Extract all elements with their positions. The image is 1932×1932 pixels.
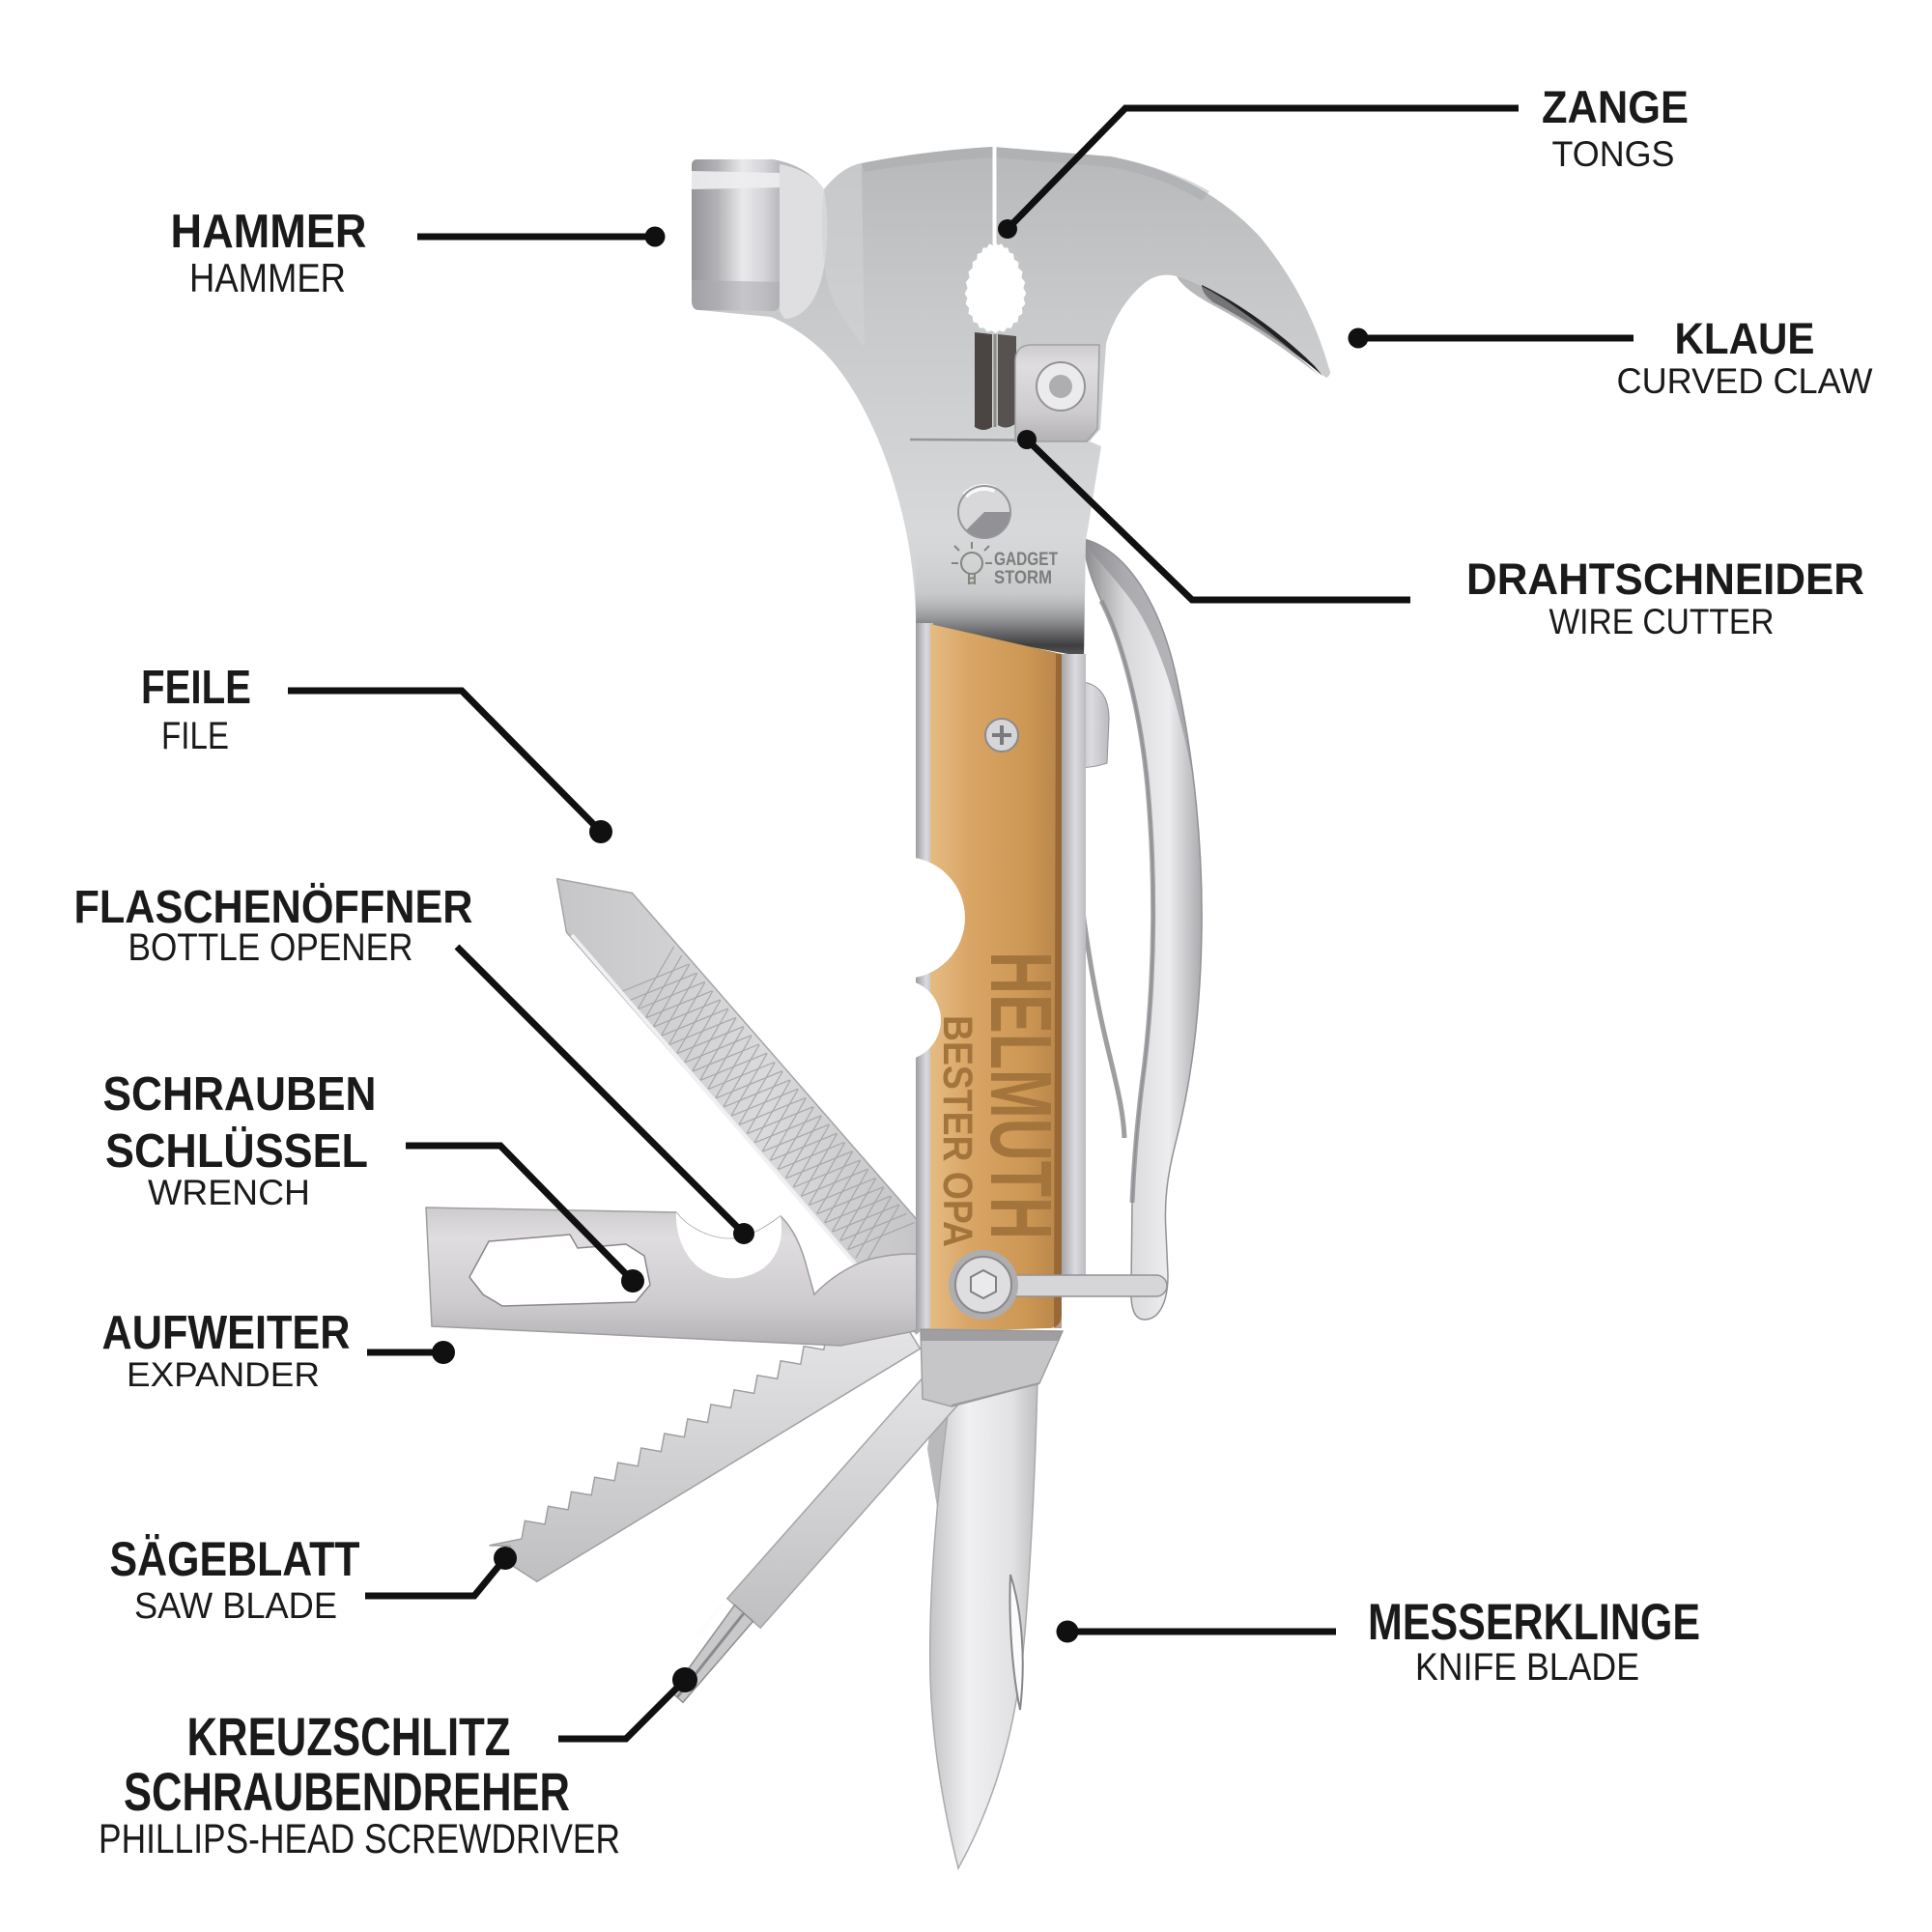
svg-text:GADGET: GADGET [994,550,1058,570]
svg-text:STORM: STORM [994,568,1052,588]
svg-text:BOTTLE OPENER: BOTTLE OPENER [128,926,413,969]
svg-text:SCHLÜSSEL: SCHLÜSSEL [105,1125,368,1178]
svg-text:FILE: FILE [161,715,229,757]
svg-text:EXPANDER: EXPANDER [127,1356,320,1394]
svg-text:MESSERKLINGE: MESSERKLINGE [1368,1594,1700,1651]
svg-text:WRENCH: WRENCH [148,1173,310,1212]
svg-text:FEILE: FEILE [141,662,251,714]
svg-text:SÄGEBLATT: SÄGEBLATT [110,1532,360,1586]
svg-text:CURVED CLAW: CURVED CLAW [1617,361,1873,401]
svg-text:SCHRAUBEN: SCHRAUBEN [103,1068,377,1121]
svg-text:HAMMER: HAMMER [171,206,367,258]
svg-text:AUFWEITER: AUFWEITER [102,1307,351,1359]
svg-text:WIRE CUTTER: WIRE CUTTER [1549,602,1775,641]
svg-text:DRAHTSCHNEIDER: DRAHTSCHNEIDER [1466,554,1864,604]
svg-text:KREUZSCHLITZ: KREUZSCHLITZ [187,1706,511,1767]
svg-text:HELMUTH: HELMUTH [972,952,1068,1239]
svg-text:SCHRAUBENDREHER: SCHRAUBENDREHER [124,1761,570,1822]
svg-text:KNIFE BLADE: KNIFE BLADE [1415,1646,1639,1689]
svg-text:HAMMER: HAMMER [189,255,346,300]
svg-text:ZANGE: ZANGE [1542,81,1689,132]
svg-text:BESTER OPA: BESTER OPA [934,1015,980,1247]
svg-text:KLAUE: KLAUE [1675,314,1815,363]
svg-text:FLASCHENÖFFNER: FLASCHENÖFFNER [74,882,473,933]
svg-text:SAW BLADE: SAW BLADE [134,1586,337,1627]
svg-text:TONGS: TONGS [1552,134,1675,174]
svg-text:PHILLIPS-HEAD SCREWDRIVER: PHILLIPS-HEAD SCREWDRIVER [99,1816,620,1862]
